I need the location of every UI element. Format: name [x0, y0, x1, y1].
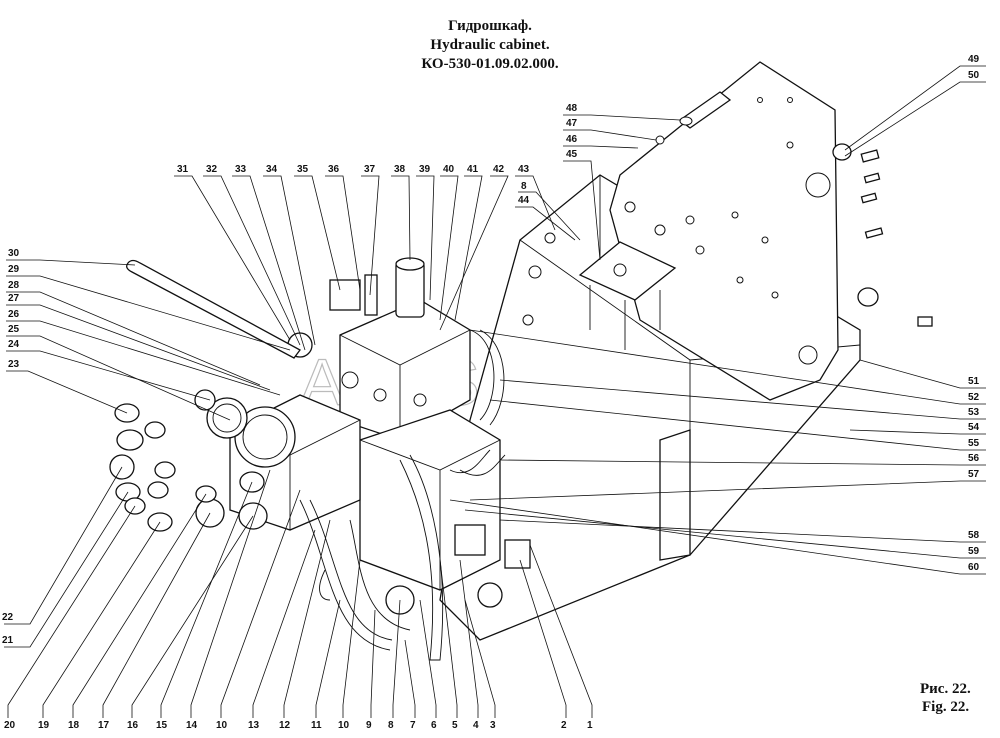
callout-56: 56: [968, 453, 980, 464]
callout-12: 12: [279, 720, 291, 731]
callout-5: 5: [452, 720, 458, 731]
callout-50: 50: [968, 70, 980, 81]
callout-3: 3: [490, 720, 496, 731]
figure-label-ru: Рис. 22.: [920, 681, 971, 697]
callout-19: 19: [38, 720, 50, 731]
lower-manifold: [359, 409, 531, 615]
callout-49: 49: [968, 54, 980, 65]
callout-6: 6: [431, 720, 437, 731]
callout-10b: 10: [338, 720, 350, 731]
bracket-plate: [578, 241, 677, 350]
callout-25: 25: [8, 324, 20, 335]
callout-17: 17: [98, 720, 110, 731]
callout-2: 2: [561, 720, 567, 731]
title-ru: Гидрошкаф.: [448, 18, 532, 34]
callout-8b: 8: [388, 720, 394, 731]
hoses: [299, 329, 506, 661]
callout-60: 60: [968, 562, 980, 573]
figure-label-en: Fig. 22.: [922, 699, 970, 715]
callout-34: 34: [266, 164, 278, 175]
callout-43: 43: [518, 164, 530, 175]
callout-48: 48: [566, 103, 578, 114]
drawing-code: КО-530-01.09.02.000.: [421, 56, 559, 72]
right-fittings: [832, 143, 933, 327]
callout-9: 9: [366, 720, 372, 731]
callout-53: 53: [968, 407, 980, 418]
callout-27: 27: [8, 293, 20, 304]
callout-29: 29: [8, 264, 20, 275]
valve-block: [329, 257, 471, 441]
callout-41: 41: [467, 164, 479, 175]
callout-55: 55: [968, 438, 980, 449]
callout-40: 40: [443, 164, 455, 175]
callout-33: 33: [235, 164, 247, 175]
callout-44: 44: [518, 195, 530, 206]
callout-28: 28: [8, 280, 20, 291]
callout-21: 21: [2, 635, 14, 646]
callout-4: 4: [473, 720, 479, 731]
callout-42: 42: [493, 164, 505, 175]
title-en: Hydraulic cabinet.: [430, 37, 550, 53]
callout-18: 18: [68, 720, 80, 731]
callout-20: 20: [4, 720, 16, 731]
callout-32: 32: [206, 164, 218, 175]
back-plate: [609, 61, 839, 401]
callout-14: 14: [186, 720, 198, 731]
handle-rod: [126, 259, 301, 359]
callouts-bottom: 20 19 18 17 16 15 14 10 13 12 11 10 9 8 …: [4, 469, 593, 731]
callout-23: 23: [8, 359, 20, 370]
callouts-left: 30 29 28 27 26 25 24 23 22 21: [2, 248, 291, 648]
callout-52: 52: [968, 392, 980, 403]
callout-58: 58: [968, 530, 980, 541]
callout-47: 47: [566, 118, 578, 129]
callout-51: 51: [968, 376, 980, 387]
callout-11: 11: [311, 720, 322, 731]
callout-36: 36: [328, 164, 340, 175]
callout-59: 59: [968, 546, 980, 557]
callout-57: 57: [968, 469, 980, 480]
callout-30: 30: [8, 248, 20, 259]
callout-10a: 10: [216, 720, 228, 731]
callout-26: 26: [8, 309, 20, 320]
callout-1: 1: [587, 720, 593, 731]
callout-7: 7: [410, 720, 416, 731]
callout-15: 15: [156, 720, 168, 731]
callout-54: 54: [968, 422, 980, 433]
callouts-top: 31 32 33 34 35 36 37 38 39 40 41 42 43 8…: [174, 103, 681, 351]
callout-46: 46: [566, 134, 578, 145]
callout-22: 22: [2, 612, 14, 623]
callout-8: 8: [521, 181, 527, 192]
top-bracket: [624, 91, 732, 213]
callout-24: 24: [8, 339, 20, 350]
left-distributor: [194, 332, 361, 531]
callout-35: 35: [297, 164, 309, 175]
callout-45: 45: [566, 149, 578, 160]
callouts-right: 49 50 51 52 53 54 55 56 57 58 59 60: [449, 54, 986, 575]
callout-37: 37: [364, 164, 376, 175]
callout-38: 38: [394, 164, 406, 175]
left-fittings: [109, 403, 268, 532]
callout-39: 39: [419, 164, 431, 175]
callout-13: 13: [248, 720, 260, 731]
callout-31: 31: [177, 164, 189, 175]
callout-16: 16: [127, 720, 139, 731]
